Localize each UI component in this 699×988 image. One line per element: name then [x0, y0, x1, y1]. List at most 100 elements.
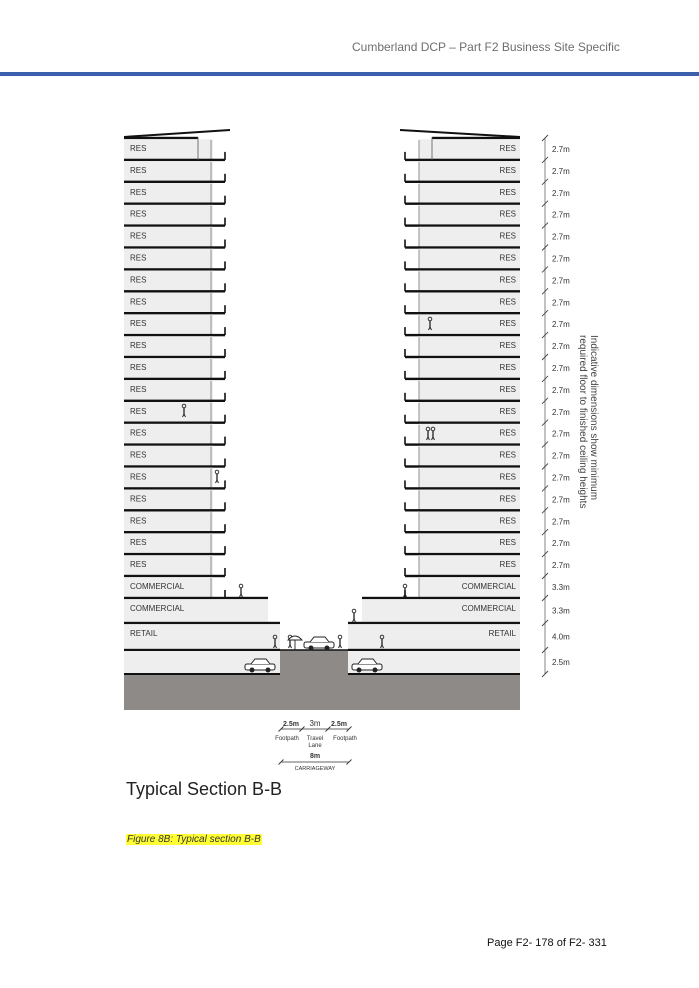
floor-label-right: RES	[500, 319, 516, 328]
height-value: 2.7m	[552, 167, 570, 176]
travel-lane-width: 3m	[309, 719, 320, 728]
floor-slab	[405, 443, 520, 446]
floor-slab	[124, 246, 225, 249]
floor-label-left: RES	[130, 341, 146, 350]
page-number: Page F2- 178 of F2- 331	[487, 937, 607, 949]
height-value: 2.5m	[552, 658, 570, 667]
travel-lane-label: Travel	[307, 736, 323, 742]
height-value: 2.7m	[552, 211, 570, 220]
floor-band	[419, 204, 520, 225]
floor-band	[124, 358, 213, 378]
building-right: RESRESRESRESRESRESRESRESRESRESRESRESRESR…	[348, 129, 521, 652]
people-figures	[181, 316, 436, 650]
dimension-tick	[541, 287, 549, 295]
floor-band	[124, 467, 213, 488]
dimension-tick	[541, 222, 549, 229]
floor-label-left: RES	[130, 363, 146, 372]
street-car-icon	[303, 636, 335, 651]
height-value: 2.7m	[552, 473, 570, 482]
dimension-tick	[541, 244, 549, 251]
floor-label-left: COMMERCIAL	[130, 582, 185, 591]
header-divider	[0, 72, 699, 76]
floor-slab	[405, 355, 520, 359]
floor-band	[124, 533, 213, 553]
floor-band	[419, 292, 520, 312]
floor-band	[419, 248, 520, 269]
floor-slab	[124, 531, 225, 534]
floor-band	[419, 511, 520, 531]
dimension-tick	[541, 670, 549, 678]
height-value: 3.3m	[552, 583, 570, 592]
floor-band	[124, 248, 213, 269]
floor-slab	[405, 158, 520, 162]
document-header-title: Cumberland DCP – Part F2 Business Site S…	[352, 40, 620, 54]
dimension-tick	[541, 375, 549, 383]
dimension-tick	[541, 419, 549, 427]
floor-band	[419, 533, 520, 553]
dimension-tick	[541, 353, 549, 361]
floor-label-right: RES	[500, 516, 516, 525]
floor-label-right: RES	[500, 166, 516, 175]
floor-label-right: COMMERCIAL	[462, 604, 517, 613]
person-icon	[337, 634, 343, 649]
floor-slab	[405, 421, 520, 424]
floor-slab	[124, 509, 225, 512]
height-value: 2.7m	[552, 298, 570, 307]
floor-slab	[405, 246, 520, 249]
dimension-tick	[541, 506, 549, 514]
height-value: 2.7m	[552, 408, 570, 417]
floor-label-left: RES	[130, 319, 146, 328]
height-value: 2.7m	[552, 517, 570, 526]
dimension-tick	[541, 528, 549, 536]
floor-slab	[405, 509, 520, 512]
floor-label-left: RES	[130, 188, 146, 197]
floor-slab	[405, 465, 520, 468]
dimension-tick	[278, 726, 284, 732]
section-title: Typical Section B-B	[126, 779, 283, 799]
person-icon	[425, 426, 431, 441]
floor-label-left: RES	[130, 451, 146, 460]
floor-label-left: RES	[130, 429, 146, 438]
floor-slab	[124, 443, 225, 446]
floor-band	[124, 624, 280, 649]
floor-label-right: RES	[500, 363, 516, 372]
floor-slab	[405, 399, 520, 402]
floor-slab	[405, 202, 520, 205]
person-icon	[351, 608, 357, 623]
floor-band	[419, 577, 520, 597]
floor-band	[419, 380, 520, 400]
ground-mass	[124, 674, 520, 710]
person-icon	[238, 583, 244, 598]
floor-label-right: RES	[500, 473, 516, 482]
height-value: 2.7m	[552, 276, 570, 285]
floor-label-right: RES	[500, 297, 516, 306]
dimension-tick	[541, 156, 549, 164]
floor-label-left: RES	[130, 385, 146, 394]
dimension-tick	[541, 572, 549, 580]
floor-band	[419, 270, 520, 291]
floor-slab	[124, 621, 280, 625]
floor-band	[419, 445, 520, 466]
floor-band	[124, 183, 213, 203]
basement-left	[124, 651, 280, 674]
person-icon	[379, 634, 385, 649]
floor-band	[419, 358, 520, 378]
floor-slab	[124, 136, 198, 140]
footpath-right-width: 2.5m	[331, 721, 347, 728]
floor-slab	[124, 355, 225, 359]
floor-label-left: RES	[130, 407, 146, 416]
floor-label-left: RETAIL	[130, 629, 158, 638]
floor-slab	[405, 574, 520, 578]
floor-band	[124, 161, 213, 181]
floor-band	[124, 139, 213, 159]
travel-lane-label: Lane	[308, 743, 322, 749]
roof-line	[123, 129, 231, 138]
floor-band	[124, 270, 213, 291]
floor-label-right: RES	[500, 538, 516, 547]
floor-band	[124, 402, 213, 422]
floor-slab	[405, 552, 520, 556]
floor-label-right: RES	[500, 275, 516, 284]
floor-label-left: RES	[130, 232, 146, 241]
height-value: 2.7m	[552, 254, 570, 263]
